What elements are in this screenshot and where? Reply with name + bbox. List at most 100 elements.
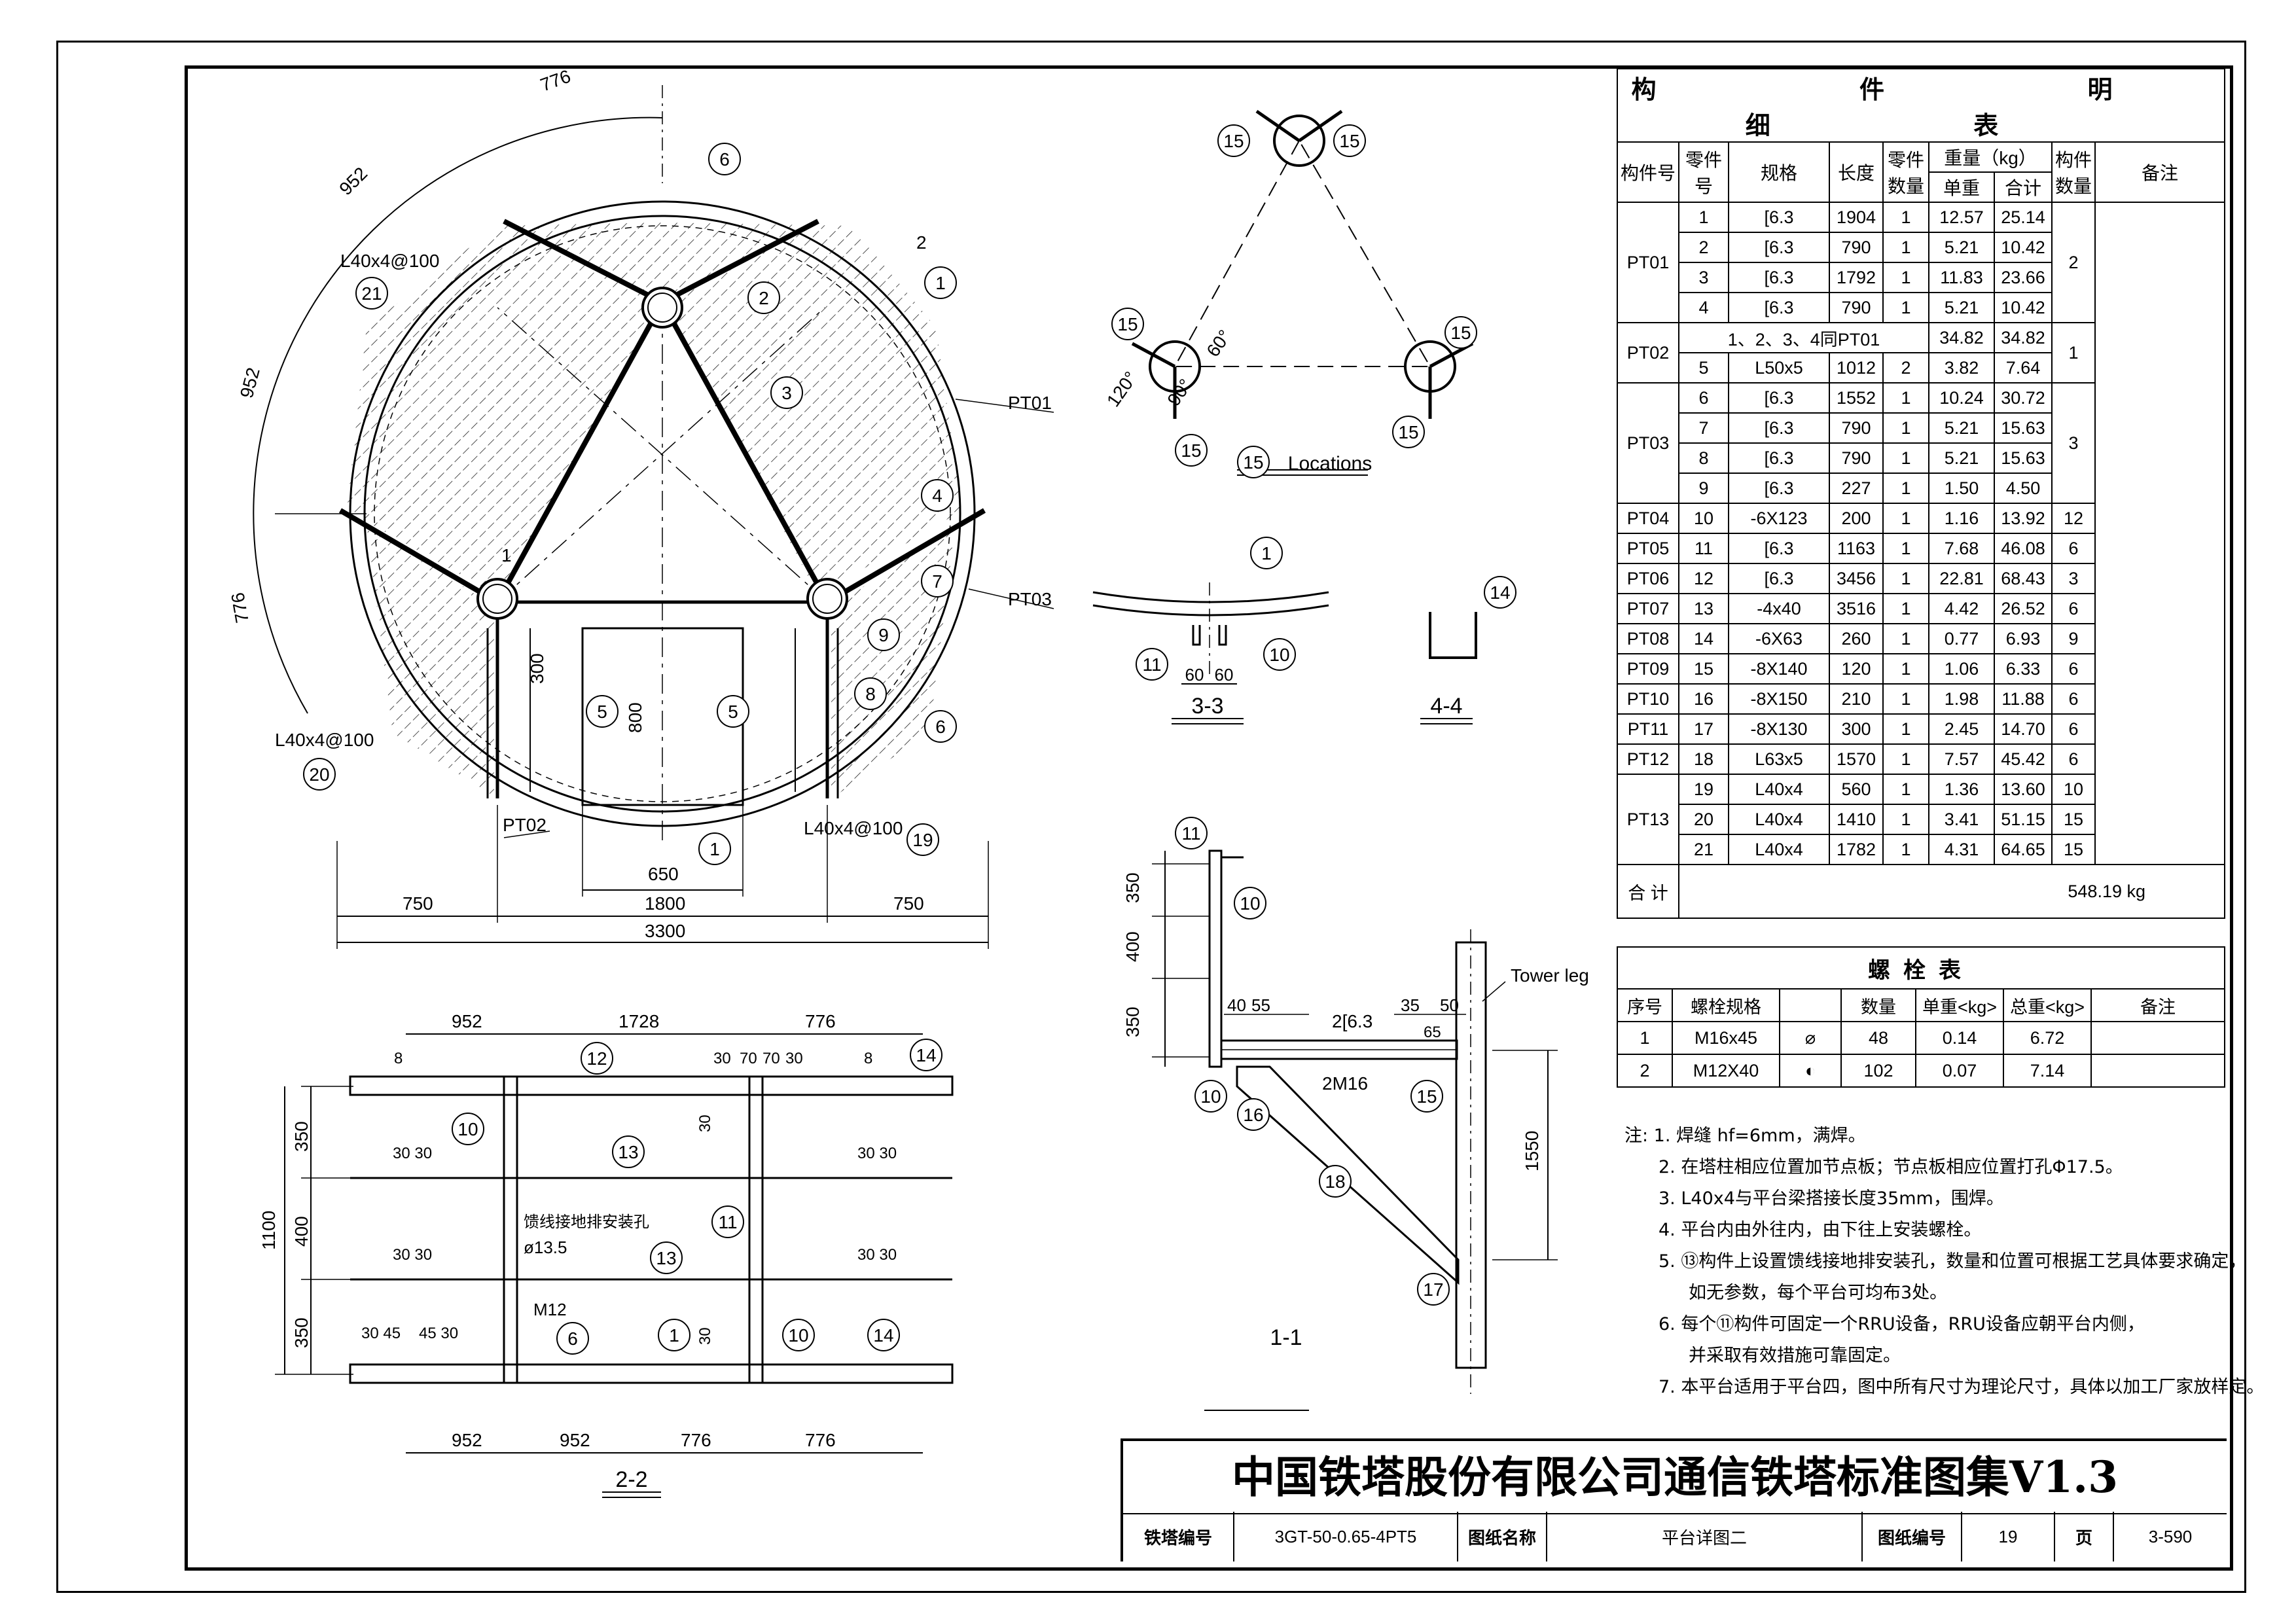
- section-4-4-title: 4-4: [1430, 694, 1462, 719]
- bolt-header-total: 总重<kg>: [2003, 988, 2092, 1022]
- svg-text:15: 15: [1117, 314, 1138, 334]
- svg-text:17: 17: [1423, 1279, 1443, 1300]
- svg-text:350: 350: [291, 1121, 312, 1152]
- svg-text:11: 11: [1142, 654, 1161, 675]
- svg-text:10: 10: [1200, 1086, 1221, 1107]
- comp-no-cell: PT11: [1617, 713, 1679, 745]
- svg-text:30: 30: [785, 1050, 803, 1067]
- svg-text:65: 65: [1424, 1024, 1441, 1041]
- section-1-1-title: 1-1: [1270, 1325, 1302, 1350]
- svg-text:14: 14: [916, 1045, 936, 1065]
- bolt-header-qty: 数量: [1840, 988, 1916, 1022]
- svg-text:15: 15: [1339, 131, 1359, 151]
- bolt-header-unit: 单重<kg>: [1915, 988, 2004, 1022]
- callout: 6: [924, 710, 957, 743]
- svg-text:400: 400: [1122, 931, 1143, 962]
- comp-no-cell: PT07: [1617, 593, 1679, 624]
- arc-dim-2: 952: [335, 163, 371, 199]
- callout: 8: [854, 677, 887, 710]
- callout: 1: [924, 266, 957, 299]
- svg-text:70: 70: [740, 1050, 757, 1067]
- svg-text:60: 60: [1185, 665, 1204, 685]
- section-2-2: [275, 1033, 954, 1498]
- locations-label: Locations: [1288, 453, 1372, 474]
- svg-text:350: 350: [291, 1317, 312, 1348]
- comp-no-cell: PT12: [1617, 743, 1679, 775]
- comp-no-cell: PT04: [1617, 503, 1679, 534]
- angle-90: 90°: [1163, 375, 1196, 409]
- arc-dim-1: 776: [537, 66, 573, 96]
- svg-text:15: 15: [1223, 131, 1244, 151]
- header-length: 长度: [1829, 141, 1884, 203]
- comp-no-cell: PT02: [1617, 322, 1679, 383]
- callout: 6: [708, 143, 741, 175]
- member-label: 2[6.3: [1332, 1011, 1372, 1031]
- svg-text:776: 776: [681, 1430, 711, 1450]
- header-note: 备注: [2094, 141, 2225, 203]
- callout: 2: [747, 281, 780, 314]
- component-table: 构 件 明 细 表 构件号 零件号 规格 长度 零件数量 重量（kg） 构件数量…: [1617, 68, 2225, 919]
- bolt-header-spec: 螺栓规格: [1672, 988, 1780, 1022]
- bolt-header-symbol: [1779, 988, 1842, 1022]
- note-cell: [2094, 202, 2225, 865]
- svg-text:12: 12: [586, 1048, 607, 1069]
- svg-text:952: 952: [452, 1011, 482, 1031]
- section-3-3-title: 3-3: [1191, 694, 1223, 719]
- comp-no-cell: PT01: [1617, 202, 1679, 323]
- svg-text:30: 30: [696, 1327, 714, 1345]
- notes: 注: 1. 焊缝 hf=6mm，满焊。 2. 在塔柱相应位置加节点板；节点板相应…: [1624, 1120, 2264, 1403]
- svg-text:1: 1: [935, 273, 946, 293]
- svg-text:15: 15: [1181, 440, 1201, 461]
- section-1-1-labels: 1-1 350 400 350 40 55 35 50 65 1550 2[6.…: [1122, 817, 1589, 1350]
- svg-text:19: 19: [912, 830, 933, 850]
- svg-text:10: 10: [1269, 645, 1289, 665]
- note-line: 3. L40x4与平台梁搭接长度35mm，围焊。: [1659, 1188, 2004, 1209]
- note-line: 并采取有效措施可靠固定。: [1689, 1346, 1901, 1366]
- svg-text:9: 9: [878, 625, 889, 645]
- svg-text:2: 2: [759, 288, 769, 308]
- arc-dim-4: 776: [227, 591, 253, 624]
- svg-text:5: 5: [597, 702, 607, 722]
- svg-text:15: 15: [1450, 323, 1471, 343]
- callout: 4: [921, 479, 954, 512]
- label-pt03: PT03: [1008, 589, 1052, 609]
- svg-text:5: 5: [728, 702, 738, 722]
- svg-text:6: 6: [567, 1329, 578, 1349]
- comp-no-cell: PT13: [1617, 774, 1679, 865]
- svg-text:776: 776: [805, 1011, 836, 1031]
- section-3-3-labels: 3-3 60 60 1 11 10: [1136, 537, 1296, 719]
- svg-text:40: 40: [1227, 995, 1246, 1015]
- section-mark-1: 1: [501, 545, 512, 565]
- header-sum-weight: 合计: [1994, 171, 2053, 203]
- svg-text:30 30: 30 30: [393, 1246, 432, 1264]
- drawing-name-label: 图纸名称: [1458, 1512, 1547, 1561]
- bolt-label: 2M16: [1322, 1073, 1368, 1094]
- svg-text:11: 11: [718, 1212, 737, 1232]
- label-l40-20: L40x4@100: [275, 730, 374, 750]
- svg-text:20: 20: [309, 764, 329, 785]
- callout: 9: [867, 618, 900, 651]
- outer-frame: [56, 41, 2246, 1593]
- tower-leg-label: Tower leg: [1511, 965, 1589, 986]
- callout: 3: [770, 376, 803, 409]
- svg-text:350: 350: [1122, 872, 1143, 903]
- label-pt02: PT02: [503, 815, 547, 835]
- locations-diagram: [1131, 109, 1474, 476]
- comp-no-cell: PT08: [1617, 623, 1679, 654]
- total-label: 合 计: [1617, 864, 1679, 919]
- callout: 5: [717, 695, 749, 728]
- comp-no-cell: PT09: [1617, 653, 1679, 685]
- section-2-2-labels: 2-2 952 1728 776 952 952 776 776 350 400…: [259, 1011, 942, 1492]
- section-3-3: [1092, 582, 1329, 724]
